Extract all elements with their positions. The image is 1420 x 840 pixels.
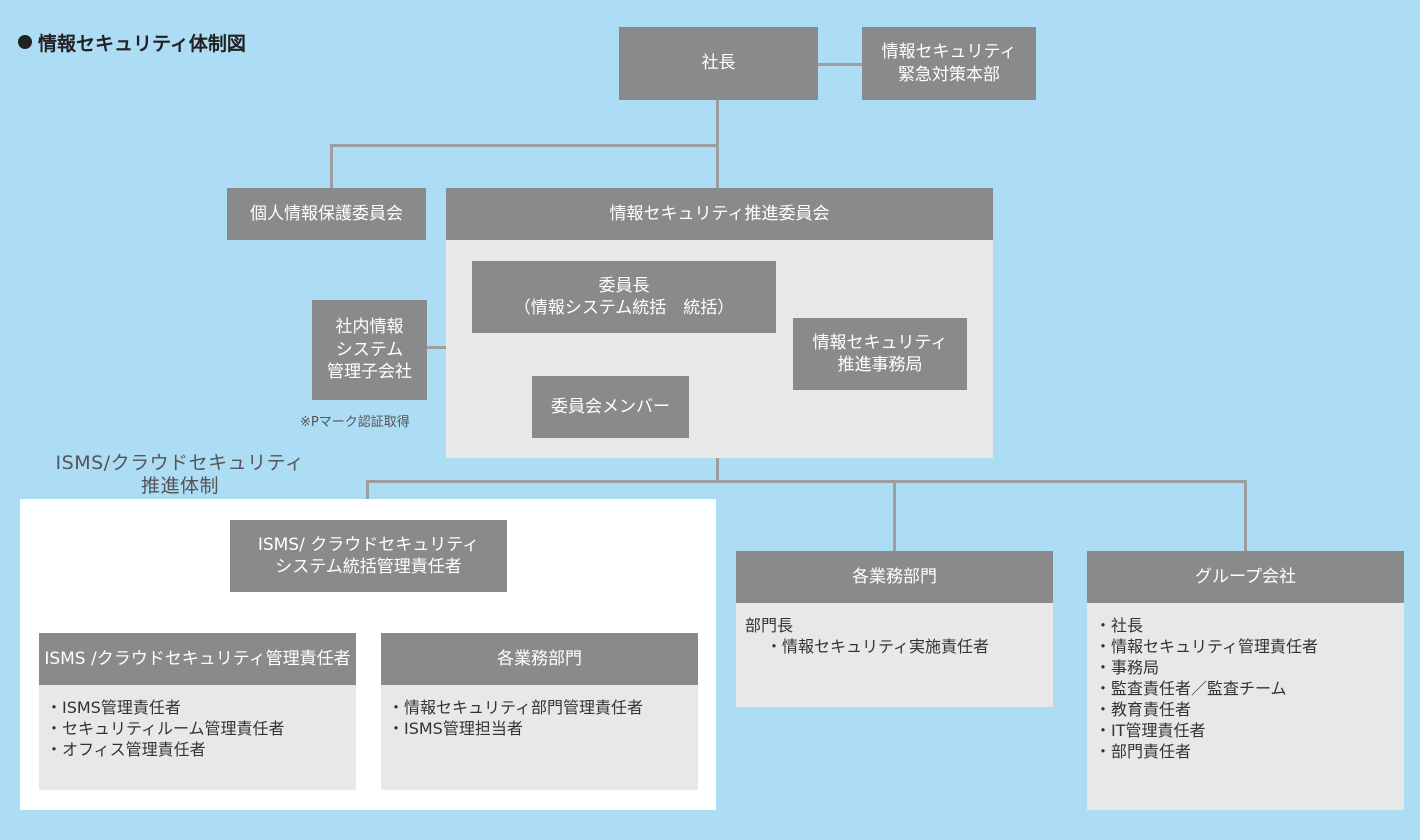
list-item: ・IT管理責任者: [1095, 721, 1206, 740]
connector: [330, 144, 333, 188]
isms-manager-list: ・ISMS管理責任者 ・セキュリティルーム管理責任者 ・オフィス管理責任者: [46, 697, 285, 760]
emergency-hq-box: 情報セキュリティ 緊急対策本部: [862, 27, 1036, 100]
list-item: ・セキュリティルーム管理責任者: [46, 719, 285, 738]
list-item: ・社長: [1095, 616, 1144, 635]
connector: [893, 480, 896, 551]
list-item: ・監査責任者／監査チーム: [1095, 679, 1287, 698]
connector: [330, 144, 719, 147]
business-dept-head: 部門長: [745, 616, 794, 635]
connector: [818, 63, 862, 66]
subsidiary-box: 社内情報 システム 管理子会社: [312, 300, 427, 400]
isms-system-label: ISMS/クラウドセキュリティ 推進体制: [55, 452, 305, 497]
secretariat-box: 情報セキュリティ 推進事務局: [793, 318, 967, 390]
connector: [366, 480, 1247, 483]
connector: [427, 346, 447, 349]
page-title: 情報セキュリティ体制図: [18, 29, 246, 56]
list-item: ・情報セキュリティ実施責任者: [766, 637, 990, 656]
isms-dept-list: ・情報セキュリティ部門管理責任者 ・ISMS管理担当者: [388, 697, 643, 739]
group-company-list: ・社長 ・情報セキュリティ管理責任者 ・事務局 ・監査責任者／監査チーム ・教育…: [1095, 615, 1318, 762]
list-item: ・事務局: [1095, 658, 1160, 677]
privacy-committee-box: 個人情報保護委員会: [227, 188, 426, 240]
connector: [1244, 480, 1247, 551]
list-item: ・情報セキュリティ管理責任者: [1095, 637, 1319, 656]
connector: [716, 458, 719, 482]
bullet-icon: [18, 35, 32, 49]
list-item: ・教育責任者: [1095, 700, 1192, 719]
isms-manager-header: ISMS /クラウドセキュリティ管理責任者: [39, 633, 356, 685]
members-box: 委員会メンバー: [532, 376, 689, 438]
list-item: ・ISMS管理担当者: [388, 719, 523, 738]
business-dept-list: ・情報セキュリティ実施責任者: [766, 636, 989, 657]
list-item: ・情報セキュリティ部門管理責任者: [388, 698, 644, 717]
list-item: ・ISMS管理責任者: [46, 698, 181, 717]
chairman-box: 委員長 （情報システム統括 統括）: [472, 261, 776, 333]
list-item: ・オフィス管理責任者: [46, 740, 206, 759]
group-company-header: グループ会社: [1087, 551, 1404, 603]
president-box: 社長: [619, 27, 818, 100]
isms-dept-header: 各業務部門: [381, 633, 698, 685]
list-item: ・部門責任者: [1095, 742, 1192, 761]
business-dept-header: 各業務部門: [736, 551, 1053, 603]
promotion-committee-header: 情報セキュリティ推進委員会: [446, 188, 993, 240]
isms-chief-box: ISMS/ クラウドセキュリティ システム統括管理責任者: [230, 520, 507, 592]
pmark-note: ※Pマーク認証取得: [300, 415, 410, 430]
page-title-text: 情報セキュリティ体制図: [38, 33, 246, 55]
